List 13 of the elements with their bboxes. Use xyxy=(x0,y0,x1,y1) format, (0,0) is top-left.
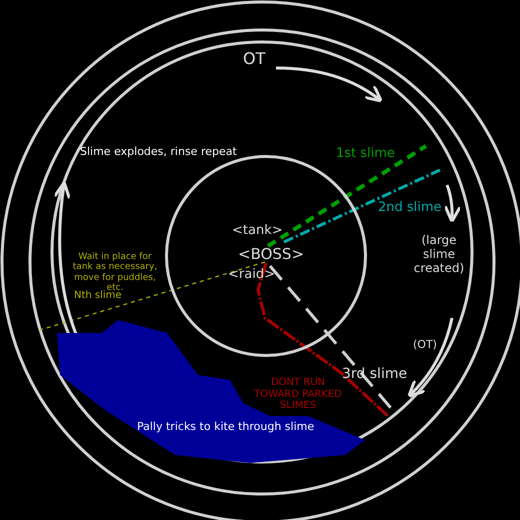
note-text: (OT) xyxy=(413,339,437,352)
note-text: (large slime created) xyxy=(412,234,466,276)
boss-label: <BOSS> xyxy=(238,246,304,264)
note-text: 1st slime xyxy=(336,147,395,162)
note-text: 2nd slime xyxy=(378,201,442,216)
unit-label: <tank> xyxy=(232,224,283,239)
unit-label: <raid> xyxy=(228,268,275,283)
note-text: Slime explodes, rinse repeat xyxy=(80,146,237,159)
zone-label: Pally tricks to kite through slime xyxy=(137,421,314,434)
note-text: DONT RUN TOWARD PARKED SLIMES xyxy=(253,377,343,412)
note-text: 3rd slime xyxy=(342,366,408,382)
note-text: OT xyxy=(243,50,266,68)
kite-zone xyxy=(55,318,367,464)
